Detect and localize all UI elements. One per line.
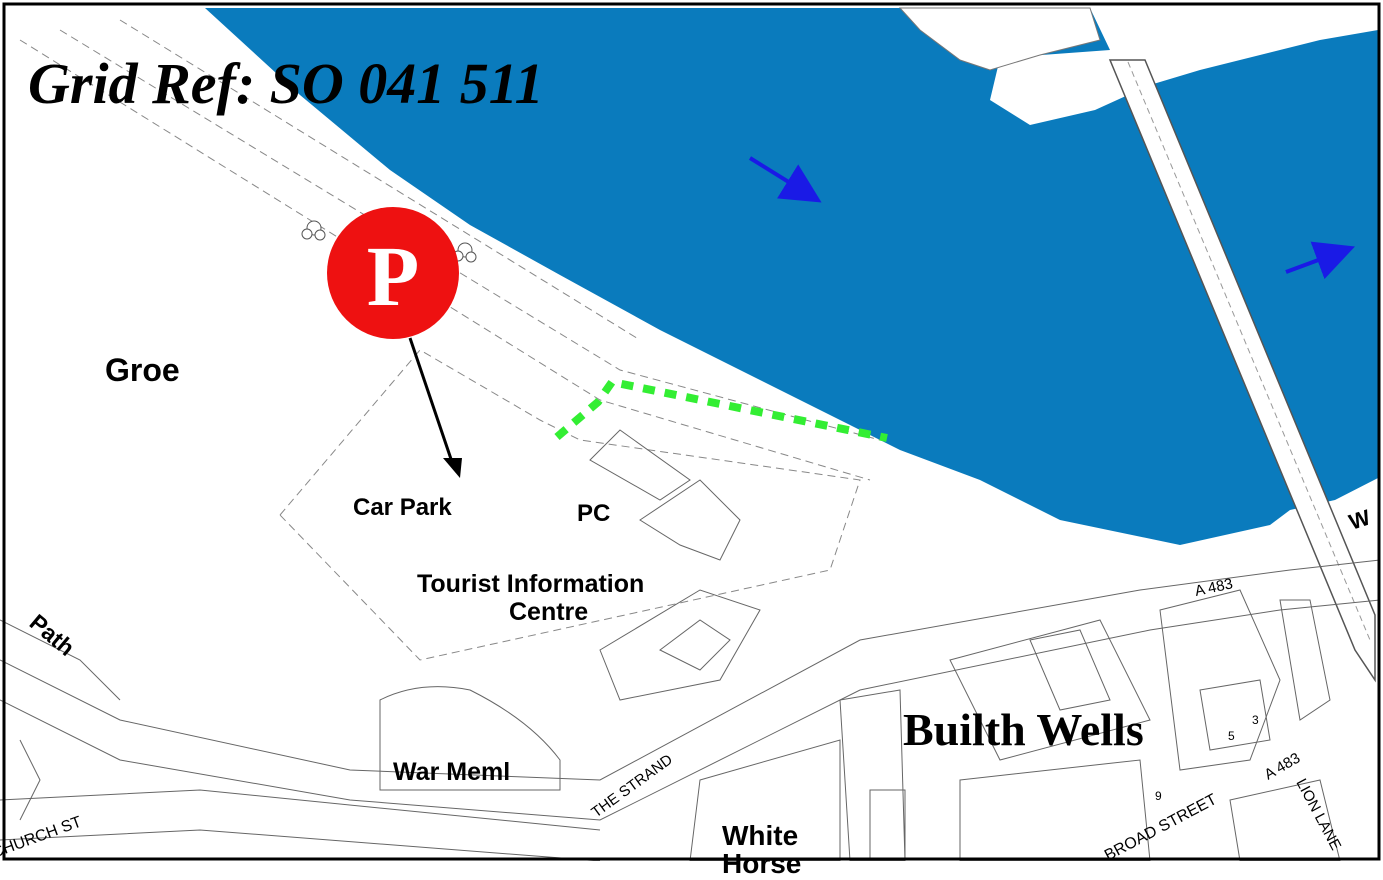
streets [0, 429, 1381, 862]
river-wye [205, 8, 1378, 545]
label-church-st: CHURCH ST [0, 813, 84, 861]
label-a483-main: A 483 [1193, 575, 1234, 600]
walk-route [554, 377, 888, 442]
river-upper-bank [898, 7, 1101, 71]
label-path: Path [25, 609, 80, 661]
map-border [2, 2, 1381, 861]
label-tic-line2: Centre [509, 598, 589, 626]
house-number-9: 9 [1155, 789, 1162, 803]
parking-icon[interactable] [327, 207, 459, 339]
road-lines [19, 19, 881, 661]
label-war-meml: War Meml [393, 758, 511, 786]
label-a483-lower: A 483 [1262, 750, 1304, 784]
pointer-arrow-head [443, 458, 462, 478]
label-groe: Groe [105, 352, 180, 388]
flow-arrow-icon [1285, 241, 1356, 280]
label-w-fragment: W [1346, 504, 1374, 534]
tree-icon [301, 220, 477, 263]
house-number-3: 3 [1252, 713, 1259, 727]
label-car-park: Car Park [353, 494, 452, 521]
pointer-arrow-icon [408, 337, 454, 463]
house-number-5: 5 [1228, 729, 1235, 743]
label-white-horse-2: Horse [722, 848, 802, 879]
label-the-strand: THE STRAND [588, 751, 676, 821]
grid-ref-title: Grid Ref: SO 041 511 [28, 51, 544, 116]
map-canvas: P Path THE STRAND CHURCH ST A 483 A 483 … [0, 2, 1381, 865]
label-pc: PC [577, 500, 611, 527]
label-white-horse-1: White [722, 820, 799, 851]
parking-icon-letter: P [367, 228, 420, 324]
label-lion-lane: LION LANE [1292, 776, 1344, 853]
flow-arrow-icon [748, 156, 822, 203]
bridge [1108, 59, 1376, 683]
label-tic-line1: Tourist Information [417, 570, 645, 598]
label-builth-wells: Builth Wells [903, 704, 1144, 755]
